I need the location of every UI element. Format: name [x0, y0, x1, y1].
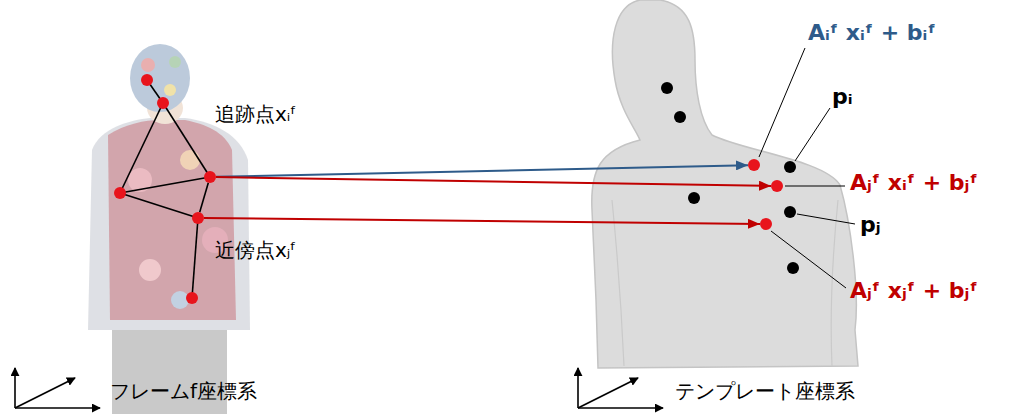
point-label: Aⱼᶠ xⱼᶠ + bⱼᶠ — [850, 278, 978, 304]
transformed-point: Aⱼᶠ xⱼᶠ + bⱼᶠ — [760, 218, 772, 230]
point-label: pᵢ — [832, 84, 853, 110]
skeleton-line — [200, 183, 209, 212]
axis-caption: テンプレート座標系 — [675, 379, 855, 403]
point-dot — [760, 218, 772, 230]
correspondence-arrow — [216, 177, 771, 186]
axis-caption: フレームf座標系 — [110, 379, 257, 403]
tracking-points — [114, 74, 198, 304]
point-dot — [784, 161, 796, 173]
template-point: pᵢ — [784, 161, 796, 173]
correspondence-arrow — [204, 218, 760, 224]
point-dot — [204, 171, 216, 183]
skeleton-lines — [120, 80, 210, 298]
point-label: Aᵢᶠ xᵢᶠ + bᵢᶠ — [808, 20, 936, 46]
point-label: Aⱼᶠ xᵢᶠ + bⱼᶠ — [850, 170, 978, 196]
transformed-point: Aⱼᶠ xᵢᶠ + bⱼᶠ — [771, 180, 783, 192]
point-label: 近傍点xⱼᶠ — [215, 238, 296, 262]
leader-lines — [759, 48, 855, 288]
correspondence-arrow — [216, 165, 748, 177]
point-dot — [192, 212, 204, 224]
template-axes — [578, 368, 663, 408]
point-label: 追跡点xᵢᶠ — [215, 102, 296, 126]
template-arm-crease — [612, 200, 838, 366]
frame-axes — [15, 368, 100, 408]
point-dot — [784, 206, 796, 218]
person-photo — [88, 44, 250, 414]
point-dot — [748, 159, 760, 171]
neighbor-point: 近傍点xⱼᶠ — [192, 212, 204, 224]
template-point: pⱼ — [784, 206, 796, 218]
point-dot — [771, 180, 783, 192]
tracked-point: 追跡点xᵢᶠ — [204, 171, 216, 183]
transformed-point: Aᵢᶠ xᵢᶠ + bᵢᶠ — [748, 159, 760, 171]
point-label: pⱼ — [860, 212, 881, 238]
